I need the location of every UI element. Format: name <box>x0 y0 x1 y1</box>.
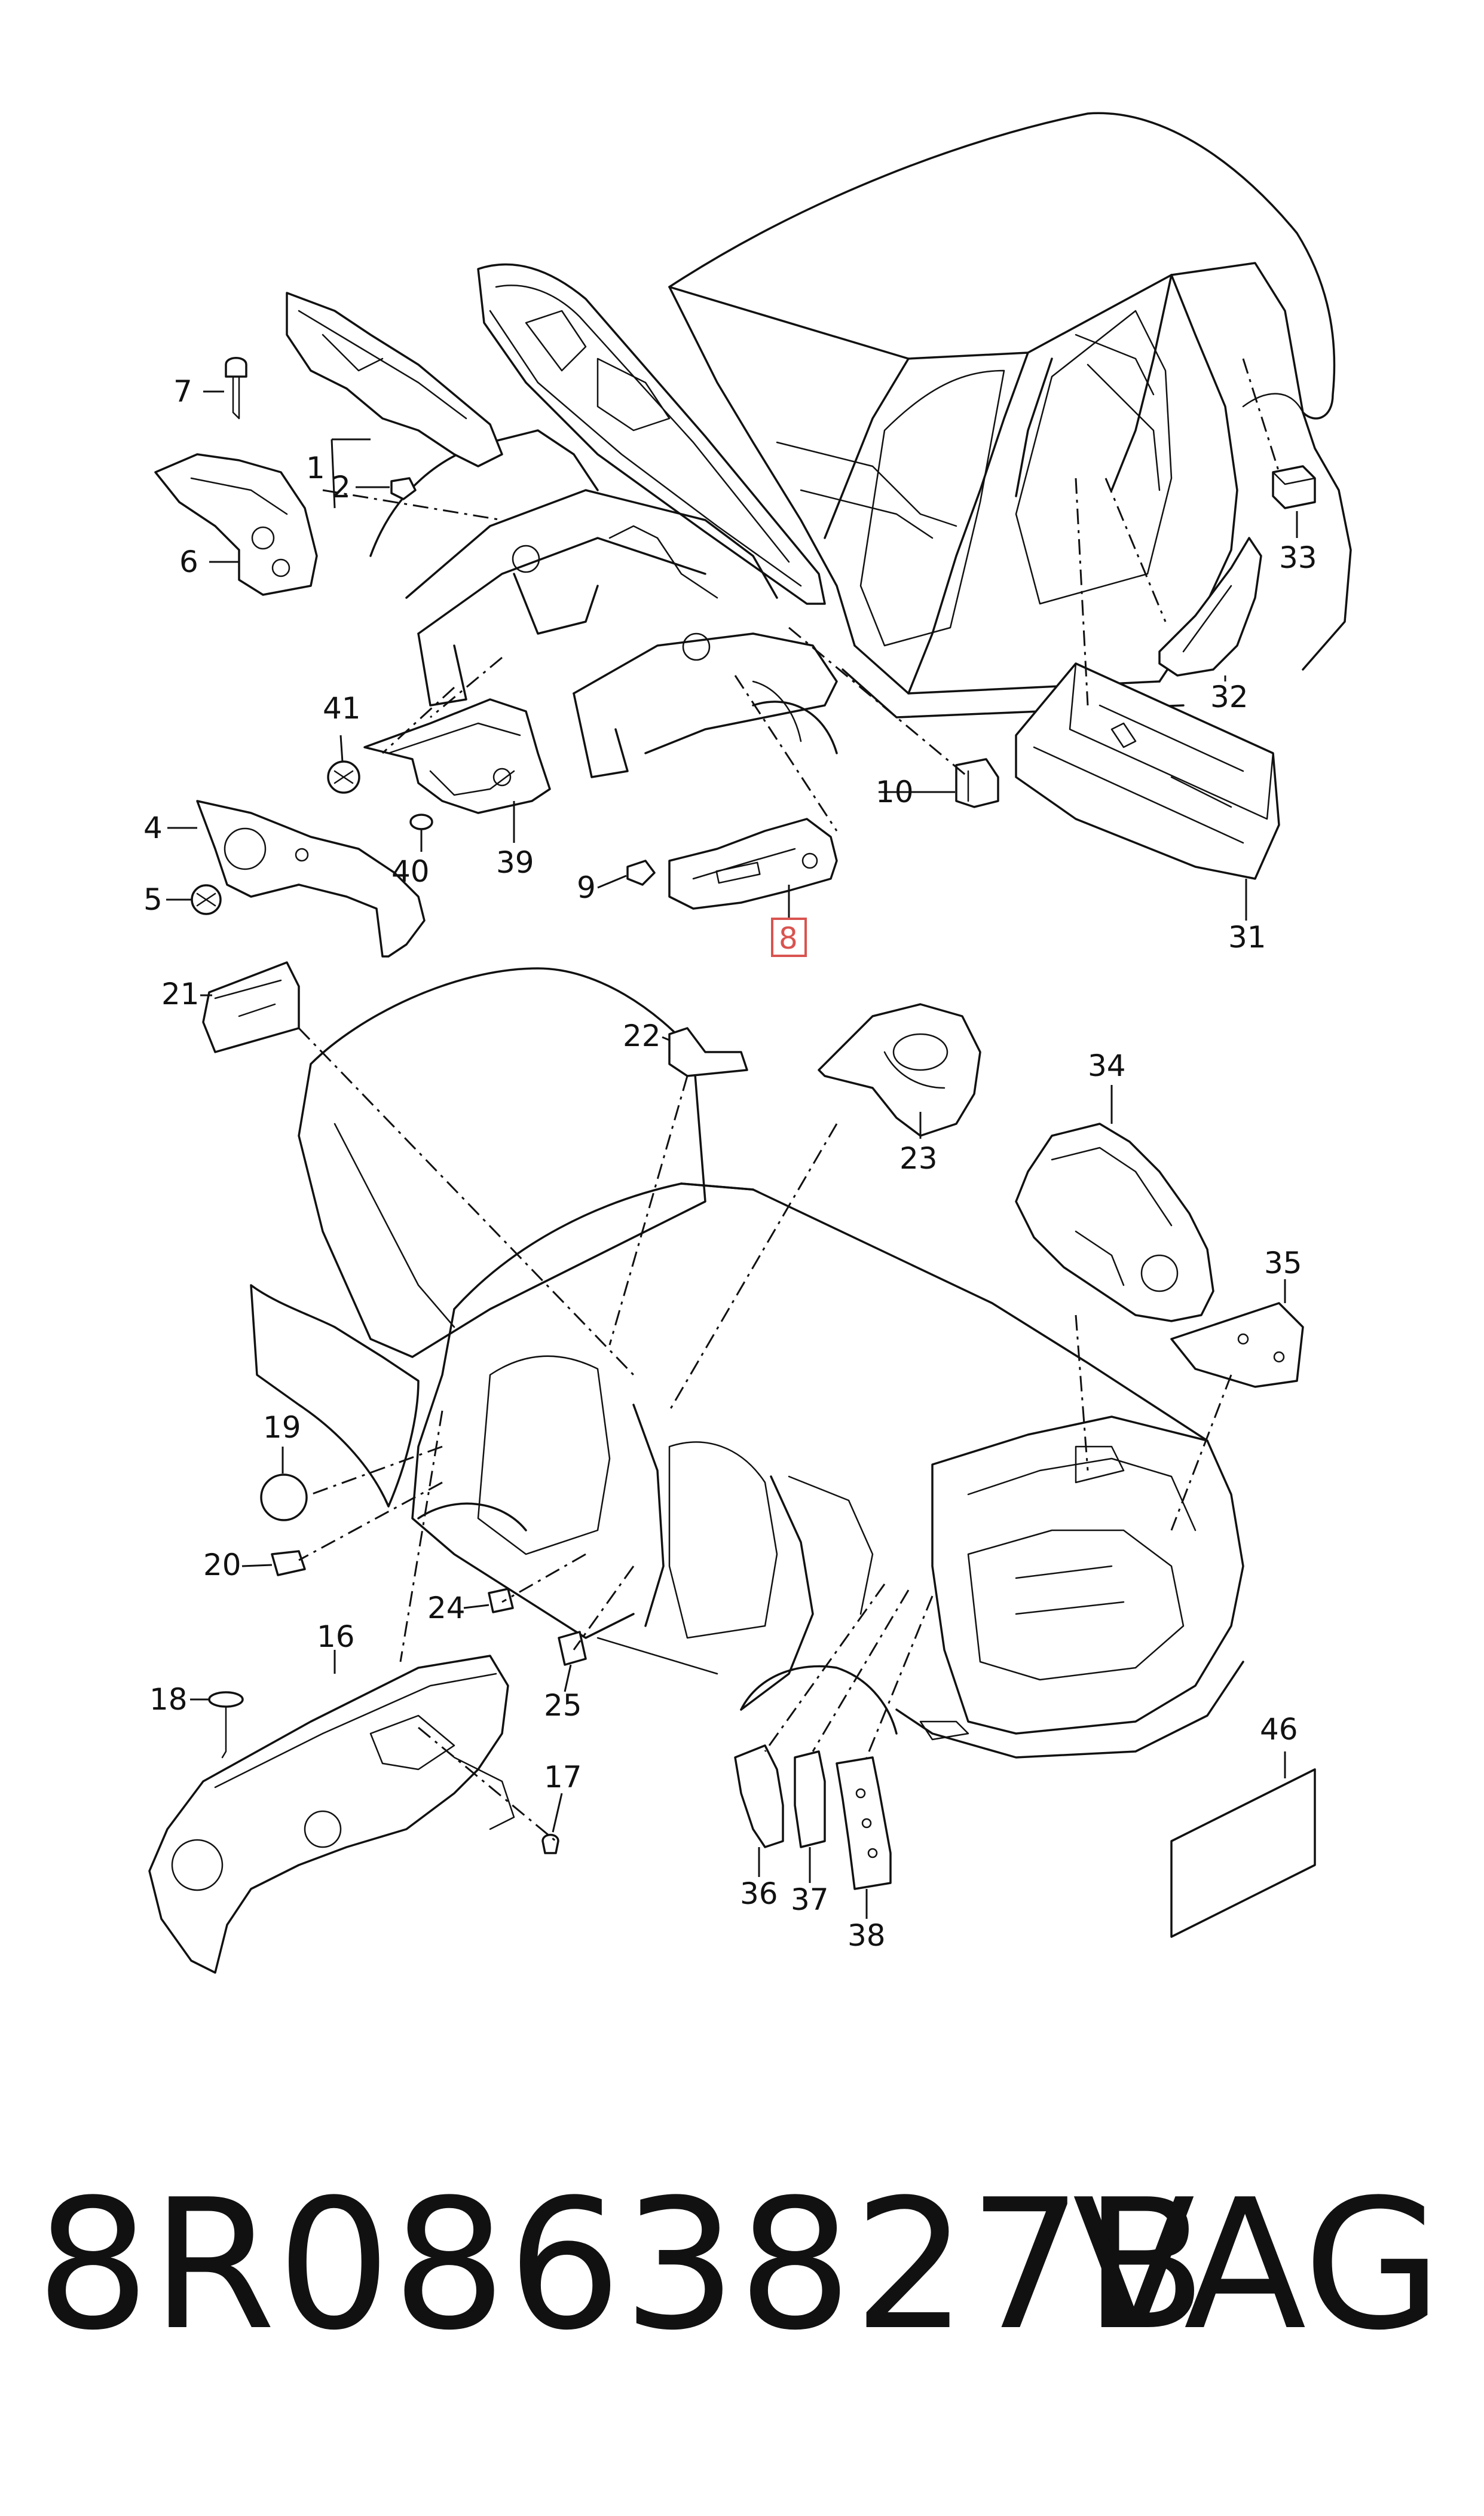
part-22-shape <box>668 1027 748 1077</box>
part-18-screw <box>208 1691 244 1759</box>
part-5-clip <box>191 884 222 915</box>
upper-body-shell <box>668 112 1352 719</box>
part-17-clip <box>541 1833 559 1854</box>
label-part-9[interactable]: 9 <box>577 870 596 905</box>
label-part-6[interactable]: 6 <box>179 545 198 579</box>
label-part-24[interactable]: 24 <box>427 1591 466 1625</box>
part-37-shape <box>794 1750 826 1848</box>
part-23-shape <box>818 1003 981 1137</box>
reference-lines <box>298 358 1280 1842</box>
part-20-shape <box>271 1550 306 1576</box>
part-labels: 7 1 2 6 33 32 41 10 4 40 39 9 5 8 31 21 … <box>143 374 1317 1953</box>
part-1-shape <box>286 292 503 467</box>
label-part-7[interactable]: 7 <box>173 374 192 409</box>
label-part-21[interactable]: 21 <box>161 977 200 1011</box>
label-part-41[interactable]: 41 <box>323 691 361 726</box>
label-part-39[interactable]: 39 <box>496 845 534 880</box>
label-part-17[interactable]: 17 <box>544 1760 582 1794</box>
part-34-shape <box>1015 1123 1214 1322</box>
part-16-shape <box>148 1655 515 1974</box>
label-part-23[interactable]: 23 <box>899 1141 938 1176</box>
part-46-shape <box>1170 1768 1316 1938</box>
label-part-10[interactable]: 10 <box>876 775 914 809</box>
part-38-shape <box>836 1756 892 1890</box>
part-35-shape <box>1170 1302 1304 1388</box>
label-part-31[interactable]: 31 <box>1228 920 1266 955</box>
part-40-clip <box>409 814 433 830</box>
label-part-22[interactable]: 22 <box>623 1019 661 1053</box>
label-part-38[interactable]: 38 <box>847 1918 886 1953</box>
part-41-clip <box>327 760 360 794</box>
part-7-clip <box>225 357 247 420</box>
part-number: 8R0863827B <box>36 2161 1208 2370</box>
part-19-shape <box>260 1473 308 1521</box>
label-part-25[interactable]: 25 <box>544 1688 582 1723</box>
label-part-36[interactable]: 36 <box>740 1876 778 1911</box>
part-32-shape <box>1158 537 1262 677</box>
part-6-shape <box>154 453 318 596</box>
part-33-shape <box>1272 465 1316 509</box>
label-part-35[interactable]: 35 <box>1264 1246 1302 1280</box>
open-hood <box>477 263 826 605</box>
leader-lines <box>166 390 1298 1919</box>
part-31-shape <box>1015 662 1280 880</box>
highlight-box-part-8 <box>771 918 807 957</box>
label-part-37[interactable]: 37 <box>791 1882 829 1917</box>
part-8-shape <box>668 818 838 910</box>
label-part-20[interactable]: 20 <box>203 1548 241 1582</box>
label-part-32[interactable]: 32 <box>1210 680 1249 714</box>
label-part-8[interactable]: 8 <box>779 921 798 956</box>
label-part-19[interactable]: 19 <box>263 1410 301 1445</box>
parts-diagram: 7 1 2 6 33 32 41 10 4 40 39 9 5 8 31 21 … <box>143 112 1352 1974</box>
label-part-5[interactable]: 5 <box>143 882 163 917</box>
brand-name: VAG <box>1072 2161 1442 2370</box>
part-4-shape <box>196 800 426 958</box>
part-2-clip <box>390 477 417 500</box>
label-part-33[interactable]: 33 <box>1279 540 1317 575</box>
label-part-34[interactable]: 34 <box>1088 1048 1126 1083</box>
part-36-shape <box>734 1744 784 1848</box>
part-9-clip <box>626 860 656 886</box>
part-10-shape <box>955 758 999 808</box>
part-24-shape <box>488 1588 514 1613</box>
front-structure <box>369 429 838 778</box>
label-part-40[interactable]: 40 <box>391 854 430 889</box>
label-part-18[interactable]: 18 <box>149 1682 188 1717</box>
label-part-1[interactable]: 1 <box>306 451 325 485</box>
label-part-2[interactable]: 2 <box>332 470 351 505</box>
lower-body-shell <box>250 967 1244 1759</box>
part-21-shape <box>202 961 300 1053</box>
label-part-4[interactable]: 4 <box>143 811 163 845</box>
part-25-shape <box>558 1631 587 1666</box>
label-part-16[interactable]: 16 <box>317 1619 355 1654</box>
part-39-shape <box>363 698 551 814</box>
label-part-46[interactable]: 46 <box>1260 1712 1298 1747</box>
